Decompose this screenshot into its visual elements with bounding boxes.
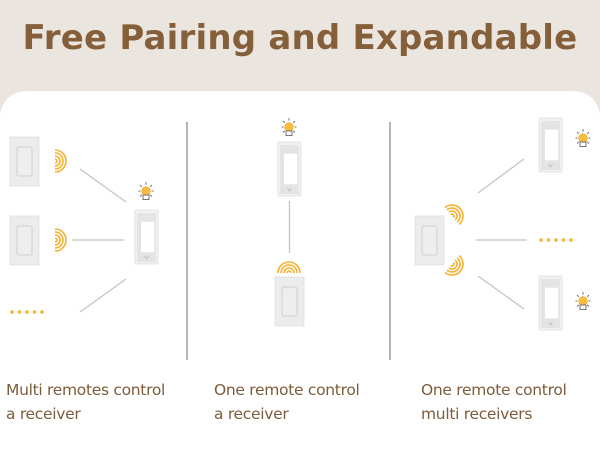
remote-switch-icon <box>274 276 305 327</box>
wireless-signal-icon <box>54 149 67 173</box>
light-bulb-icon <box>575 291 591 310</box>
receiver-switch-icon <box>538 117 563 173</box>
light-bulb-icon <box>281 117 297 136</box>
wireless-signal-icon <box>54 228 67 252</box>
caption-line: Multi remotes control <box>6 381 166 399</box>
caption-one-to-one: One remote control a receiver <box>214 378 360 426</box>
caption-line: a receiver <box>6 405 81 423</box>
remote-switch-icon <box>414 215 445 266</box>
panel-one-to-multi <box>414 117 591 331</box>
light-bulb-icon <box>138 181 154 200</box>
light-bulb-icon <box>575 128 591 147</box>
panel-multi-remotes <box>9 136 159 314</box>
receiver-switch-icon <box>277 141 302 197</box>
more-dots-icon <box>10 310 44 314</box>
wireless-signal-icon <box>277 261 301 274</box>
caption-one-to-multi: One remote control multi receivers <box>421 378 567 426</box>
caption-line: a receiver <box>214 405 289 423</box>
receiver-switch-icon <box>134 209 159 265</box>
more-dots-icon <box>539 238 573 242</box>
wireless-signal-icon <box>444 199 469 226</box>
caption-line: One remote control <box>214 381 360 399</box>
wireless-signal-icon <box>444 254 469 281</box>
panel-one-to-one <box>274 117 305 327</box>
receiver-switch-icon <box>538 275 563 331</box>
caption-line: One remote control <box>421 381 567 399</box>
remote-switch-icon <box>9 136 40 187</box>
caption-multi-remotes: Multi remotes control a receiver <box>6 378 165 426</box>
panel-divider <box>389 122 391 360</box>
page-title: Free Pairing and Expandable <box>22 18 578 58</box>
panel-divider <box>186 122 188 360</box>
caption-line: multi receivers <box>421 405 533 423</box>
remote-switch-icon <box>9 215 40 266</box>
